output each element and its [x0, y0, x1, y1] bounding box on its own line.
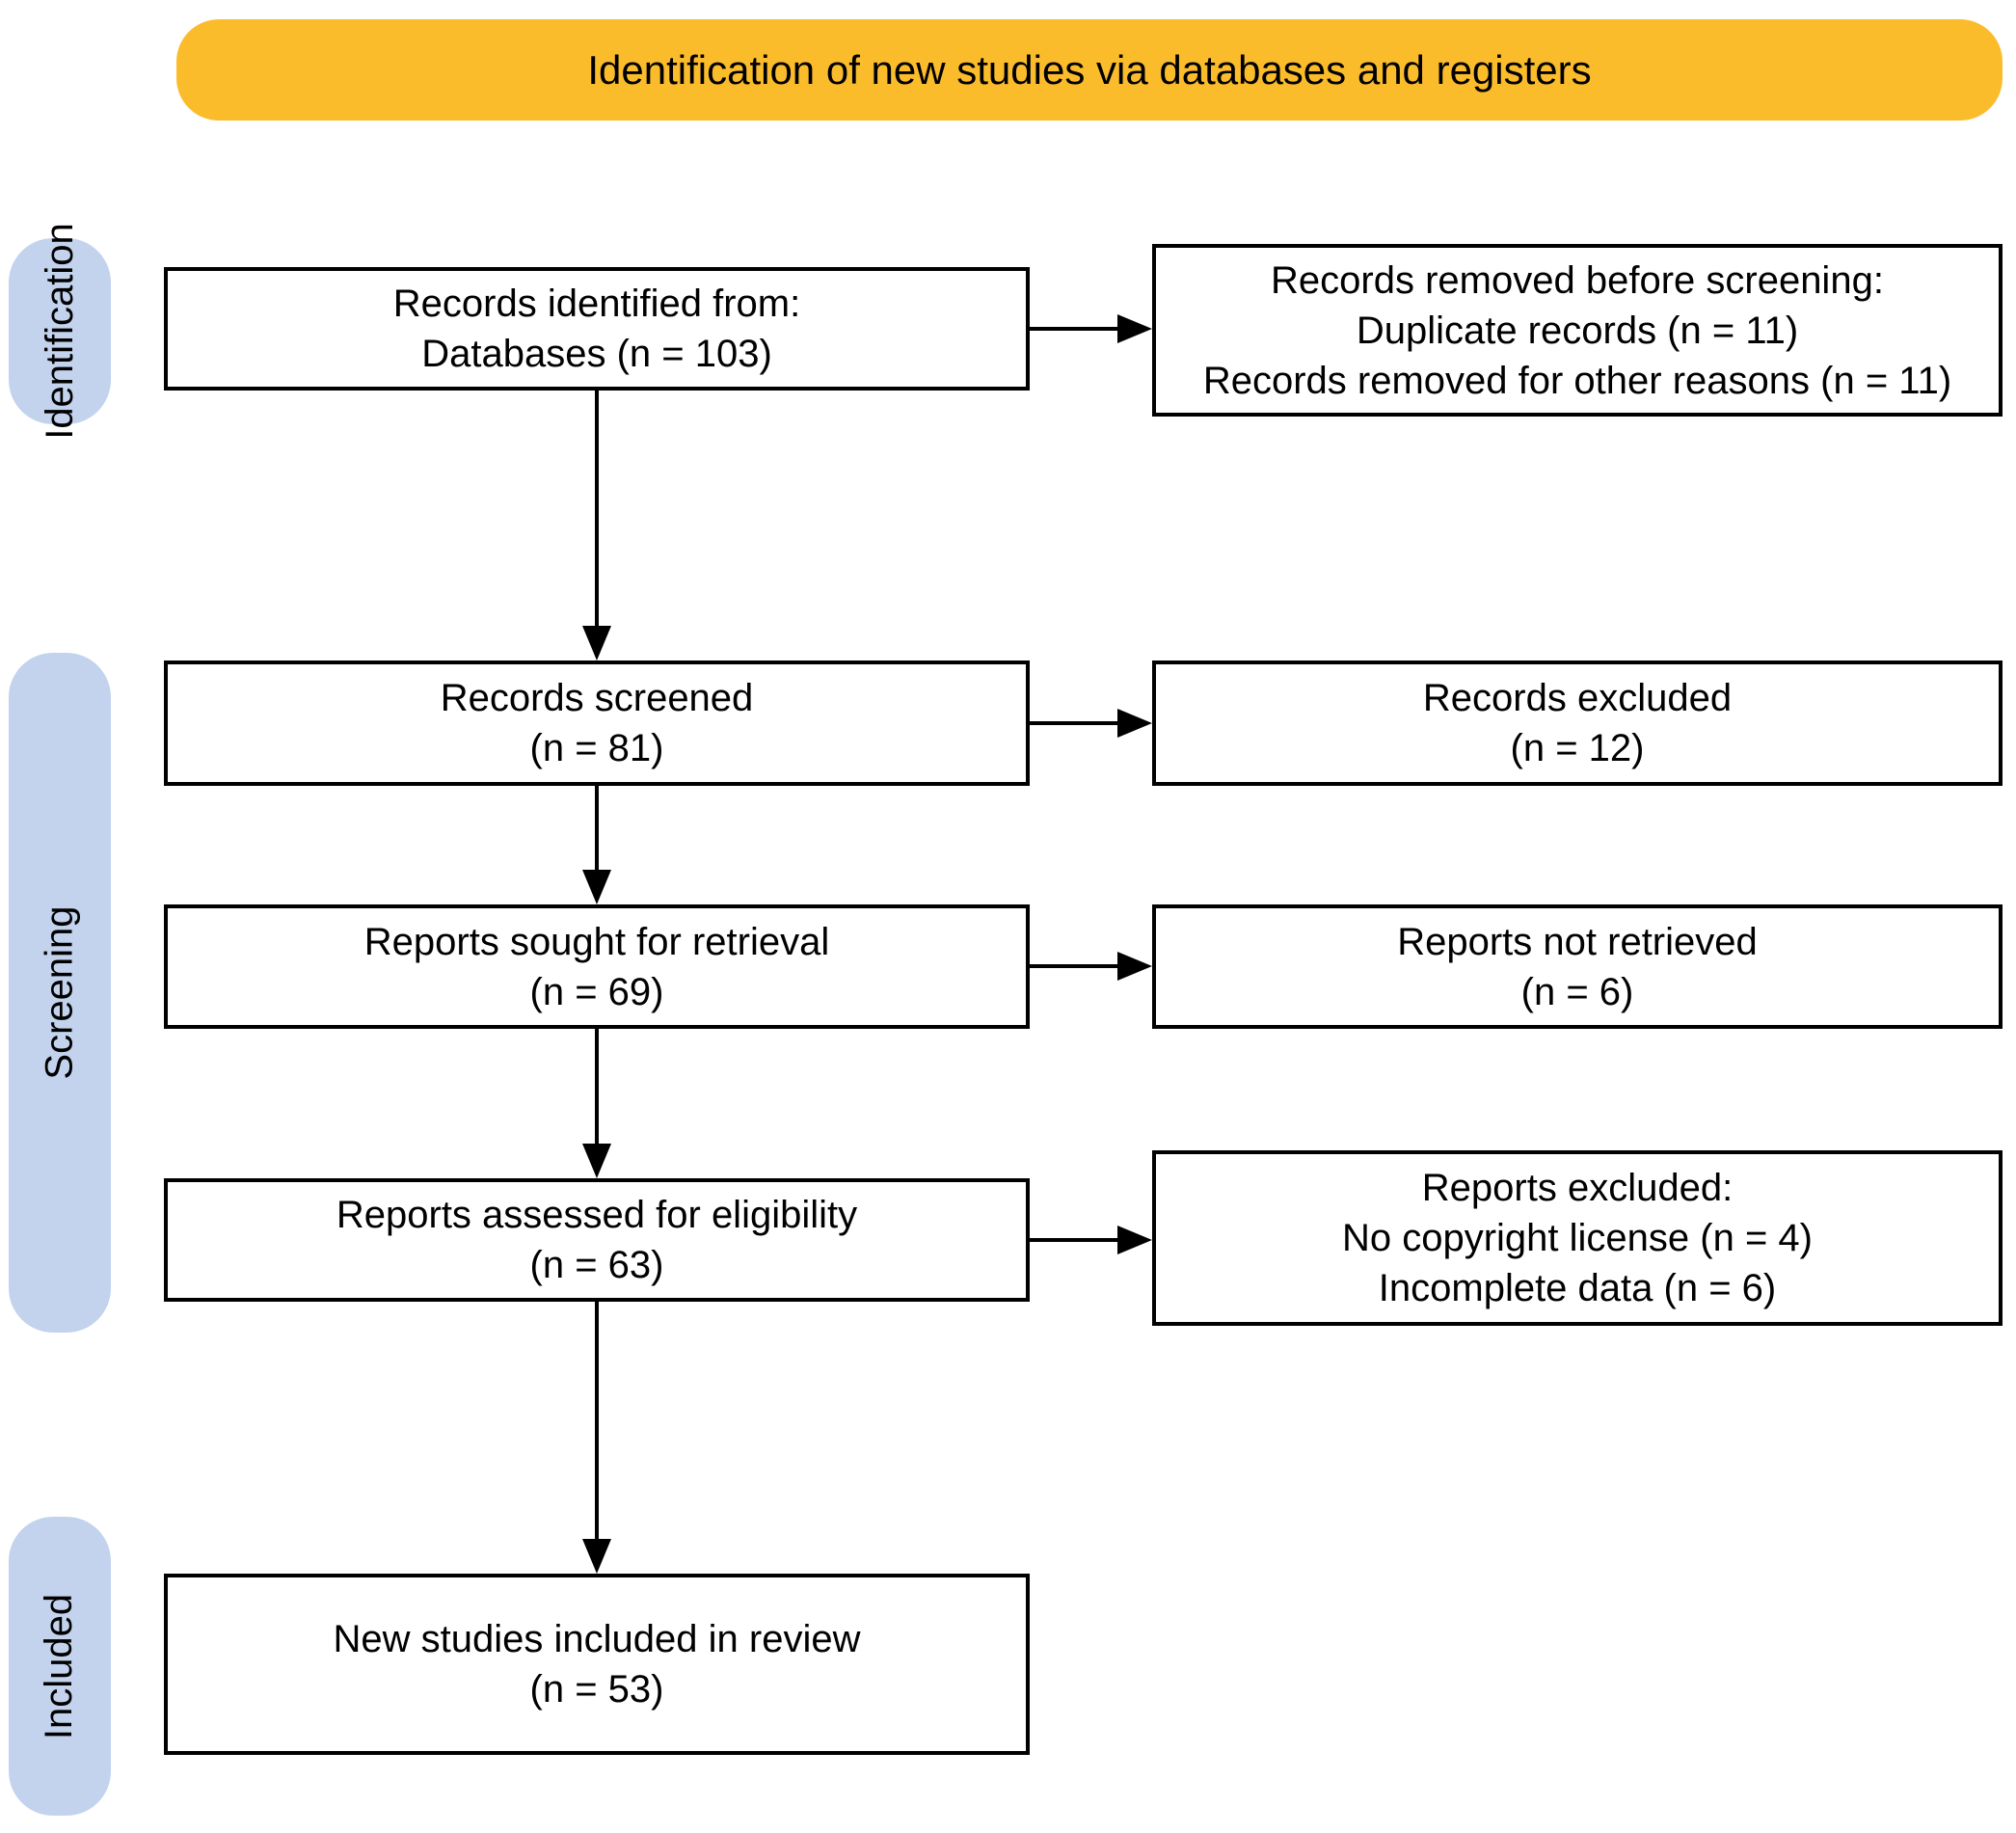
- arrow-right-line-2: [1030, 721, 1117, 725]
- box-text-line: Databases (n = 103): [421, 333, 772, 375]
- stage-label-identification-text: Identification: [38, 223, 81, 440]
- arrow-down-line-4: [595, 1302, 599, 1539]
- box-text-line: (n = 69): [529, 970, 664, 1013]
- arrowhead-down-icon: [582, 1539, 611, 1574]
- stage-label-included-text: Included: [38, 1593, 81, 1739]
- stage-label-identification: Identification: [9, 223, 111, 440]
- banner-title-text: Identification of new studies via databa…: [587, 46, 1592, 93]
- box-text-line: Reports excluded:: [1421, 1167, 1734, 1209]
- stage-label-screening: Screening: [9, 653, 111, 1333]
- arrowhead-right-icon: [1117, 1226, 1152, 1254]
- flow-box-studies-included: New studies included in review (n = 53): [164, 1574, 1030, 1755]
- arrow-right-line-1: [1030, 327, 1117, 331]
- arrowhead-right-icon: [1117, 952, 1152, 981]
- box-text-line: (n = 63): [529, 1244, 664, 1286]
- arrowhead-down-icon: [582, 1144, 611, 1178]
- box-text-line: Records screened: [440, 677, 754, 719]
- box-text-line: No copyright license (n = 4): [1341, 1217, 1813, 1259]
- flow-box-reports-assessed: Reports assessed for eligibility (n = 63…: [164, 1178, 1030, 1302]
- box-text-line: Reports assessed for eligibility: [336, 1194, 858, 1236]
- flow-box-reports-sought: Reports sought for retrieval (n = 69): [164, 904, 1030, 1029]
- arrow-down-line-1: [595, 391, 599, 626]
- arrowhead-down-icon: [582, 626, 611, 660]
- arrow-right-line-3: [1030, 964, 1117, 968]
- flow-box-records-screened: Records screened (n = 81): [164, 660, 1030, 786]
- box-text-line: (n = 6): [1520, 970, 1634, 1013]
- arrow-down-line-2: [595, 786, 599, 870]
- arrow-right-line-4: [1030, 1238, 1117, 1242]
- arrowhead-right-icon: [1117, 709, 1152, 738]
- flow-box-reports-not-retrieved: Reports not retrieved (n = 6): [1152, 904, 2003, 1029]
- arrowhead-down-icon: [582, 870, 611, 904]
- box-text-line: New studies included in review: [333, 1618, 861, 1660]
- banner-title: Identification of new studies via databa…: [176, 19, 2003, 121]
- box-text-line: Reports sought for retrieval: [363, 920, 830, 963]
- flow-box-records-removed: Records removed before screening: Duplic…: [1152, 244, 2003, 417]
- stage-label-screening-text: Screening: [38, 905, 81, 1080]
- flow-box-records-identified: Records identified from: Databases (n = …: [164, 267, 1030, 391]
- arrow-down-line-3: [595, 1029, 599, 1144]
- box-text-line: Records removed before screening:: [1271, 258, 1884, 302]
- box-text-line: Records excluded: [1422, 677, 1733, 719]
- box-text-line: Records identified from:: [392, 283, 801, 325]
- box-text-line: Duplicate records (n = 11): [1356, 309, 1799, 352]
- box-text-line: Incomplete data (n = 6): [1378, 1267, 1777, 1309]
- arrowhead-right-icon: [1117, 314, 1152, 343]
- stage-label-included: Included: [9, 1517, 111, 1816]
- box-text-line: Records removed for other reasons (n = 1…: [1202, 359, 1952, 402]
- box-text-line: Reports not retrieved: [1397, 920, 1758, 963]
- flow-box-records-excluded: Records excluded (n = 12): [1152, 660, 2003, 786]
- box-text-line: (n = 81): [529, 727, 664, 769]
- box-text-line: (n = 53): [529, 1668, 664, 1711]
- flow-box-reports-excluded: Reports excluded: No copyright license (…: [1152, 1150, 2003, 1326]
- box-text-line: (n = 12): [1510, 727, 1645, 769]
